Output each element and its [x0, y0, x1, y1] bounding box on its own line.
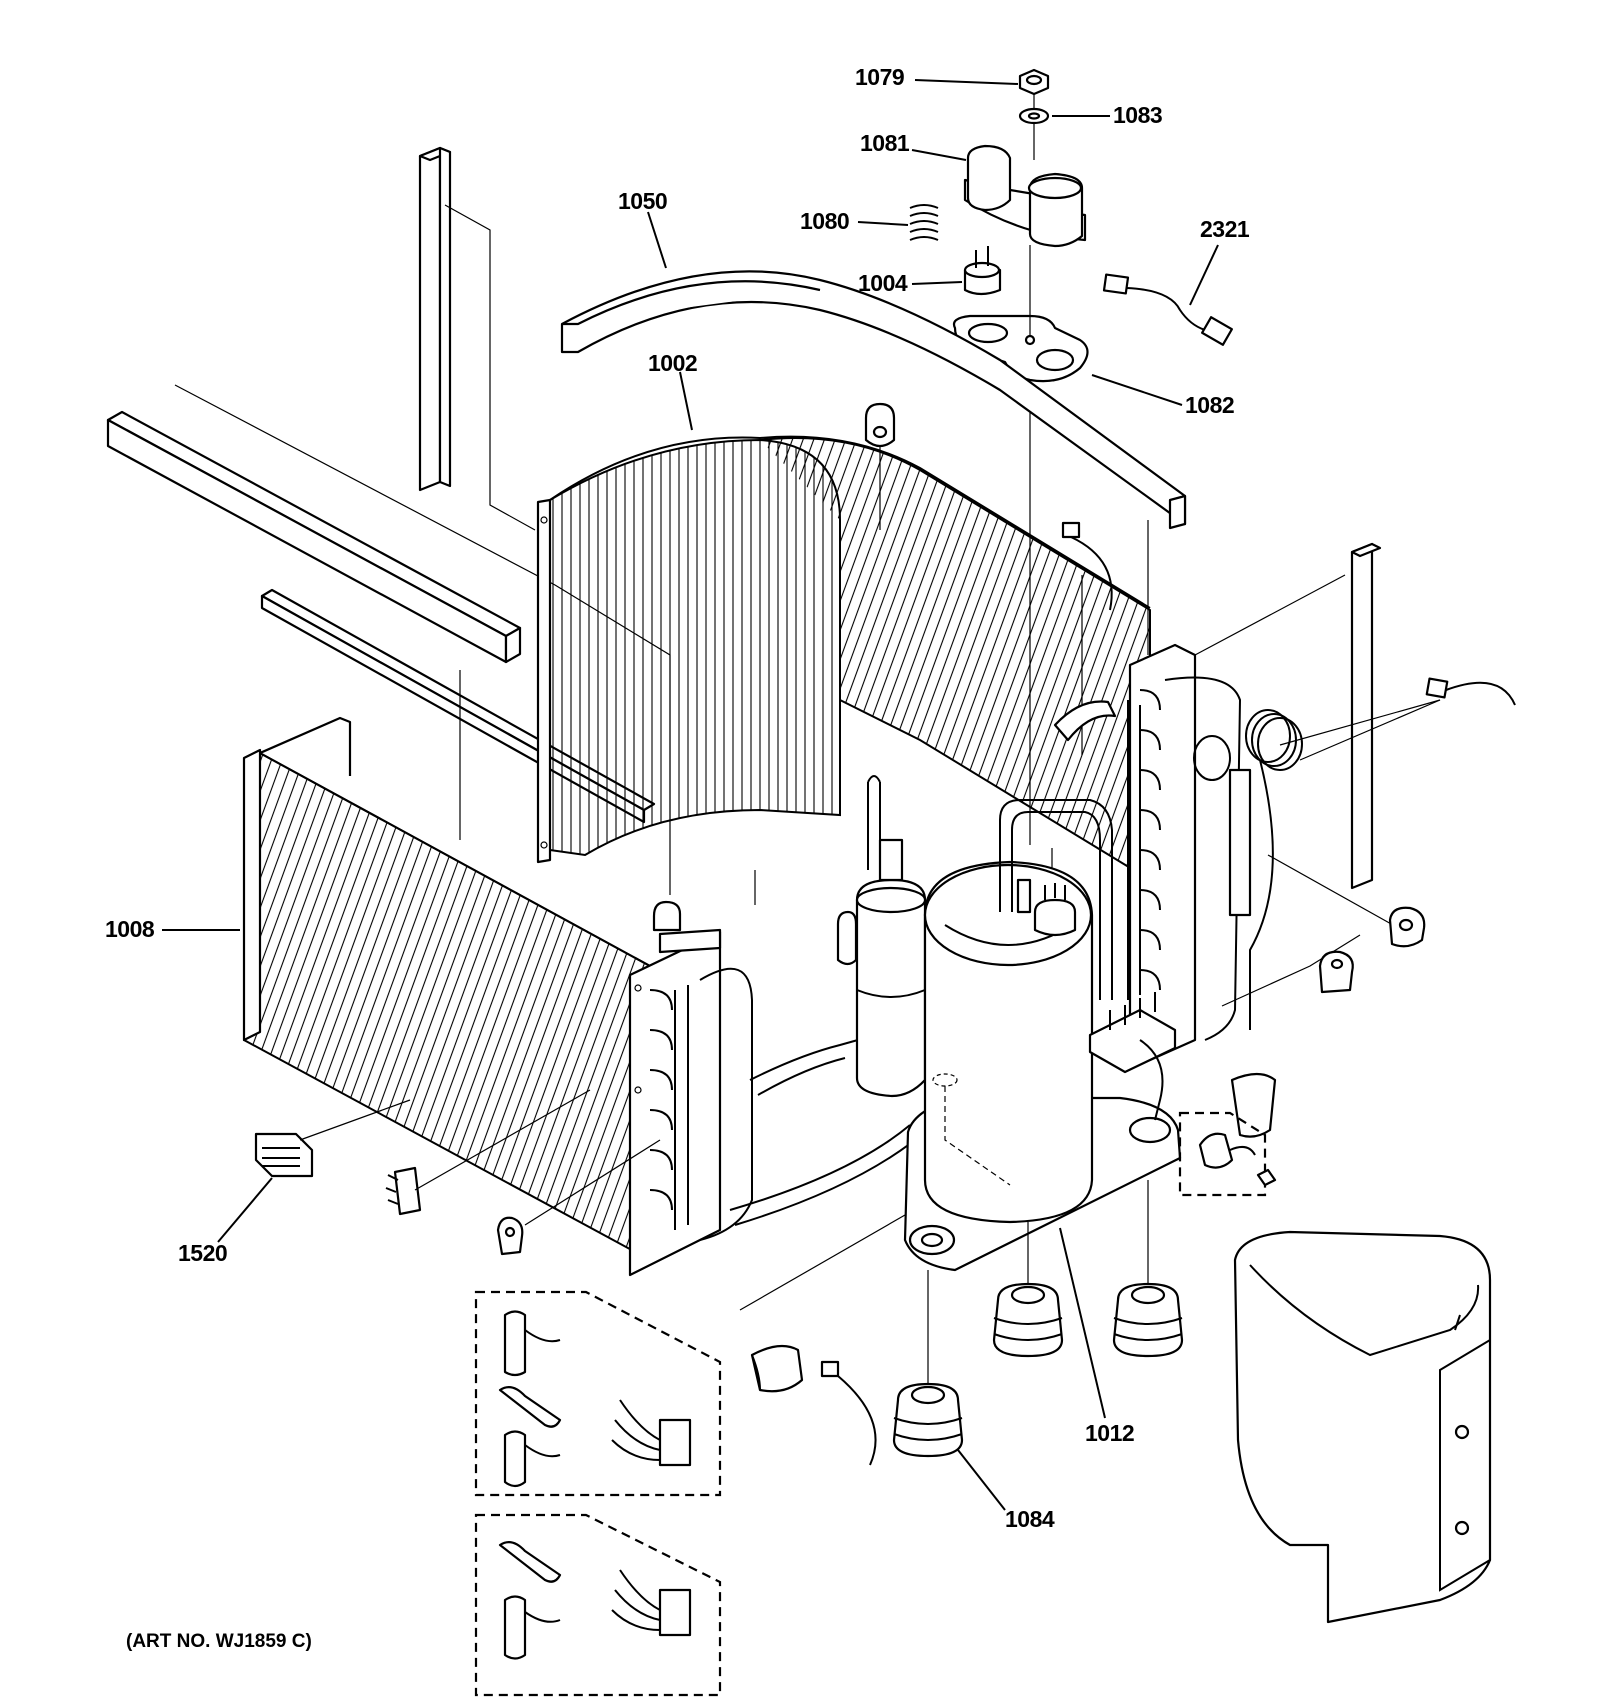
rubber-mount-1084-right	[1112, 1282, 1184, 1358]
callout-1084: 1084	[1005, 1506, 1055, 1532]
callout-1004: 1004	[858, 270, 908, 296]
sensor-wire-right	[1425, 677, 1516, 706]
nut-1079-part	[1018, 68, 1050, 96]
refrigerant-tubing	[729, 775, 916, 1226]
condenser-coil-1008-part	[242, 716, 753, 1277]
wire-harness-2321-part	[1102, 273, 1233, 346]
plug-1004-part	[963, 246, 1002, 296]
callout-1083: 1083	[1113, 102, 1163, 128]
terminal-block-part	[1088, 992, 1177, 1121]
clip-tube	[1053, 700, 1117, 742]
fitting-tube-left	[836, 910, 858, 966]
clip-right	[1318, 950, 1354, 994]
callout-1079: 1079	[855, 64, 905, 90]
art-number: (ART NO. WJ1859 C)	[126, 1631, 312, 1652]
callout-1008: 1008	[105, 916, 155, 942]
capillary-tube-assembly	[1193, 709, 1303, 1030]
dashed-box-kit-2	[474, 1513, 722, 1697]
washer-1083-part	[1018, 107, 1050, 125]
callout-1081: 1081	[860, 130, 910, 156]
grommet-right	[1388, 906, 1426, 948]
callout-1080: 1080	[800, 208, 850, 234]
dashed-box-kit-1	[474, 1290, 722, 1497]
right-tube-sheet	[1127, 643, 1242, 1062]
dashed-box-capacitor	[1178, 1111, 1277, 1197]
outdoor-coil-1002-part	[536, 435, 1151, 882]
insulation-strip-vertical-left	[418, 146, 452, 492]
callout-2321: 2321	[1200, 216, 1250, 242]
insulation-strip-long-left	[106, 410, 522, 664]
insulation-strip-1050-part	[560, 270, 1187, 530]
sensor-wire-bottom	[820, 1360, 877, 1466]
rubber-mount-1084-left	[892, 1382, 964, 1458]
sensor-wire-top	[1061, 521, 1113, 611]
callout-1082: 1082	[1185, 392, 1235, 418]
spring-1080-part	[909, 204, 939, 241]
leader-lines	[162, 79, 1219, 1511]
rubber-mount-1084-center	[992, 1282, 1064, 1358]
insulation-strip-vertical-right	[1350, 542, 1382, 890]
grommet-top	[864, 402, 896, 448]
callout-1002: 1002	[648, 350, 698, 376]
sleeve-center	[750, 1344, 804, 1393]
compressor-part	[903, 799, 1182, 1272]
overload-cover-1081-part	[963, 144, 1087, 248]
bracket-1520-part	[254, 1132, 314, 1178]
bracket-1082-part	[952, 314, 1089, 383]
barrier-shroud-part	[1233, 1230, 1492, 1624]
callout-1050: 1050	[618, 188, 668, 214]
callout-1520: 1520	[178, 1240, 228, 1266]
relay-part	[385, 1166, 422, 1216]
clip-left	[496, 1216, 524, 1256]
clip-bracket-coil	[652, 900, 722, 954]
accumulator-part	[855, 838, 927, 1098]
callout-1012: 1012	[1085, 1420, 1135, 1446]
